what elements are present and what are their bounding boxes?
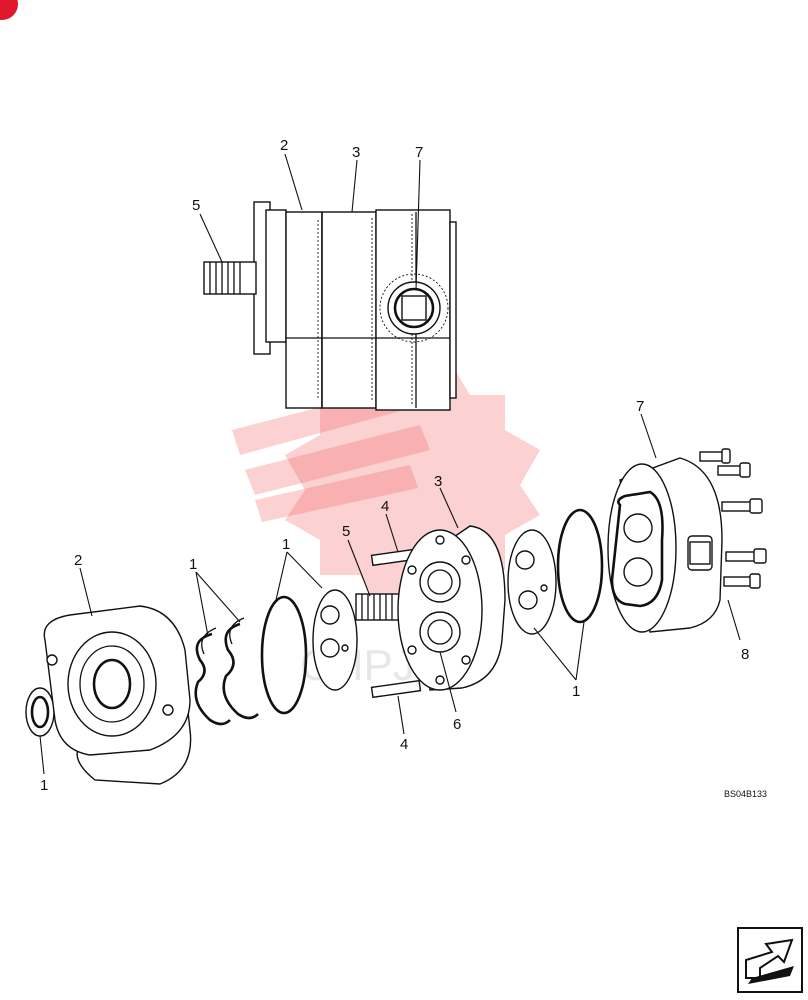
o-ring-right	[556, 508, 604, 624]
shaft-seal	[25, 687, 55, 737]
callout-top-5: 5	[192, 197, 200, 214]
assembled-pump	[203, 201, 457, 411]
callout-top-3: 3	[352, 144, 360, 161]
e-seals	[194, 617, 259, 726]
callout-exp-3: 3	[434, 473, 442, 490]
callout-exp-4-bottom: 4	[400, 736, 408, 753]
callout-exp-8: 8	[741, 646, 749, 663]
callouts: 2 3 7 5 2 1 1 5 4 3 7 8 1 6 4 1	[40, 137, 749, 794]
callout-top-2: 2	[280, 137, 288, 154]
red-corner-mark-icon	[0, 0, 18, 20]
callout-exp-6: 6	[453, 716, 461, 733]
callout-exp-1-eseals: 1	[189, 556, 197, 573]
wear-plate-right	[507, 529, 557, 635]
dowel-pins	[370, 547, 422, 699]
leader-lines	[39, 153, 741, 775]
callout-exp-1-oring: 1	[282, 536, 290, 553]
callout-top-7: 7	[415, 144, 423, 161]
callout-exp-1-right: 1	[572, 683, 580, 700]
callout-exp-7: 7	[636, 398, 644, 415]
rear-cover	[607, 448, 767, 633]
front-cover	[43, 605, 192, 785]
wear-plate-left	[312, 589, 358, 691]
gear-housing	[397, 525, 506, 691]
next-page-arrow-icon[interactable]	[737, 927, 803, 993]
callout-exp-4-top: 4	[381, 498, 389, 515]
callout-exp-2: 2	[74, 552, 82, 569]
callout-exp-5: 5	[342, 523, 350, 540]
callout-exp-1-seal: 1	[40, 777, 48, 794]
o-ring-left	[260, 595, 308, 715]
figure-reference-code: BS04B133	[724, 789, 767, 799]
